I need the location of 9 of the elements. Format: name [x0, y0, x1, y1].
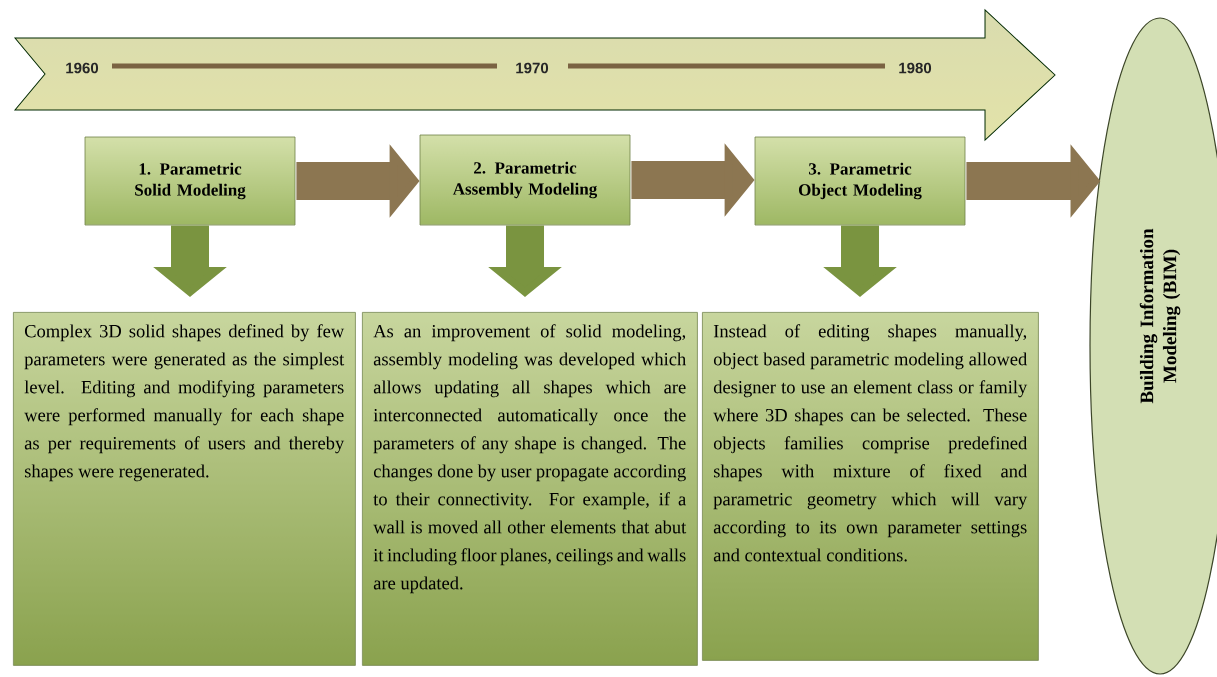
description-box: As an improvement of solid modeling, assembly modeling was developed which allows updating all shapes which are interconnected automatically once the parameters of any shape is changed. The changes done by user propagate according to their connectivity. For example, if a wall is moved all other elements that abut it including floor planes, ceilings and walls are updated. [362, 312, 698, 666]
year-label: 1960 [66, 62, 99, 74]
description-box: Complex 3D solid shapes defined by few parameters were generated as the simplest level. Editing and modifying parameters were performed manually for each shape as per requirements of users and thereby shapes were regenerated. [13, 312, 356, 666]
description-box: Instead of editing shapes manually, object based parametric modeling allowed designer to use an element class or family where 3D shapes can be selected. These objects families comprise predefined shapes with mixture of fixed and parametric geometry which will vary according to its own parameter settings and contextual conditions. [702, 312, 1039, 661]
step-box: 3. Parametric Object Modeling [754, 136, 966, 226]
step-box: 2. Parametric Assembly Modeling [419, 134, 631, 226]
step-box: 1. Parametric Solid Modeling [84, 136, 296, 226]
year-label: 1970 [516, 62, 549, 74]
year-label: 1980 [899, 62, 932, 74]
